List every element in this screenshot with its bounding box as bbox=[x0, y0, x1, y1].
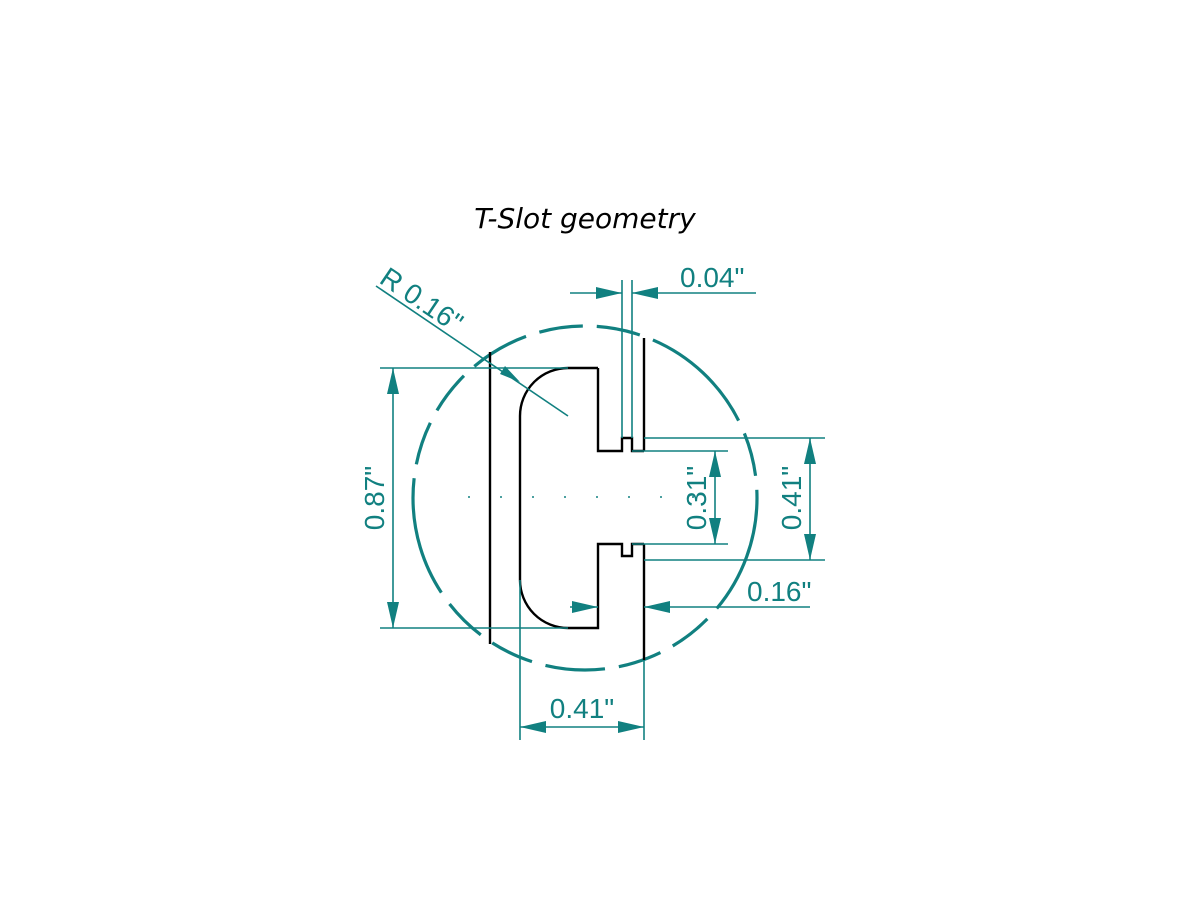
radius-label: R 0.16" bbox=[375, 261, 469, 338]
drawing-title: T-Slot geometry bbox=[474, 202, 696, 235]
overall-height-dimension: 0.87" bbox=[359, 368, 399, 628]
opening-label: 0.31" bbox=[681, 466, 712, 530]
slot-gap-dimension: 0.04" bbox=[570, 262, 756, 299]
inner-height-label: 0.41" bbox=[776, 466, 807, 530]
inner-width-dimension: 0.41" bbox=[520, 693, 644, 733]
radius-dimension: R 0.16" bbox=[375, 261, 569, 417]
profile-circle bbox=[411, 324, 759, 672]
slot-gap-label: 0.04" bbox=[680, 262, 744, 293]
lip-depth-dimension: 0.16" bbox=[570, 576, 811, 613]
slot-cavity-outline bbox=[518, 366, 644, 630]
inner-width-label: 0.41" bbox=[550, 693, 614, 724]
inner-height-dimension: 0.41" bbox=[776, 438, 816, 560]
overall-height-label: 0.87" bbox=[359, 466, 390, 530]
lip-depth-label: 0.16" bbox=[747, 576, 811, 607]
extension-lines bbox=[380, 280, 825, 740]
opening-dimension: 0.31" bbox=[681, 451, 721, 544]
